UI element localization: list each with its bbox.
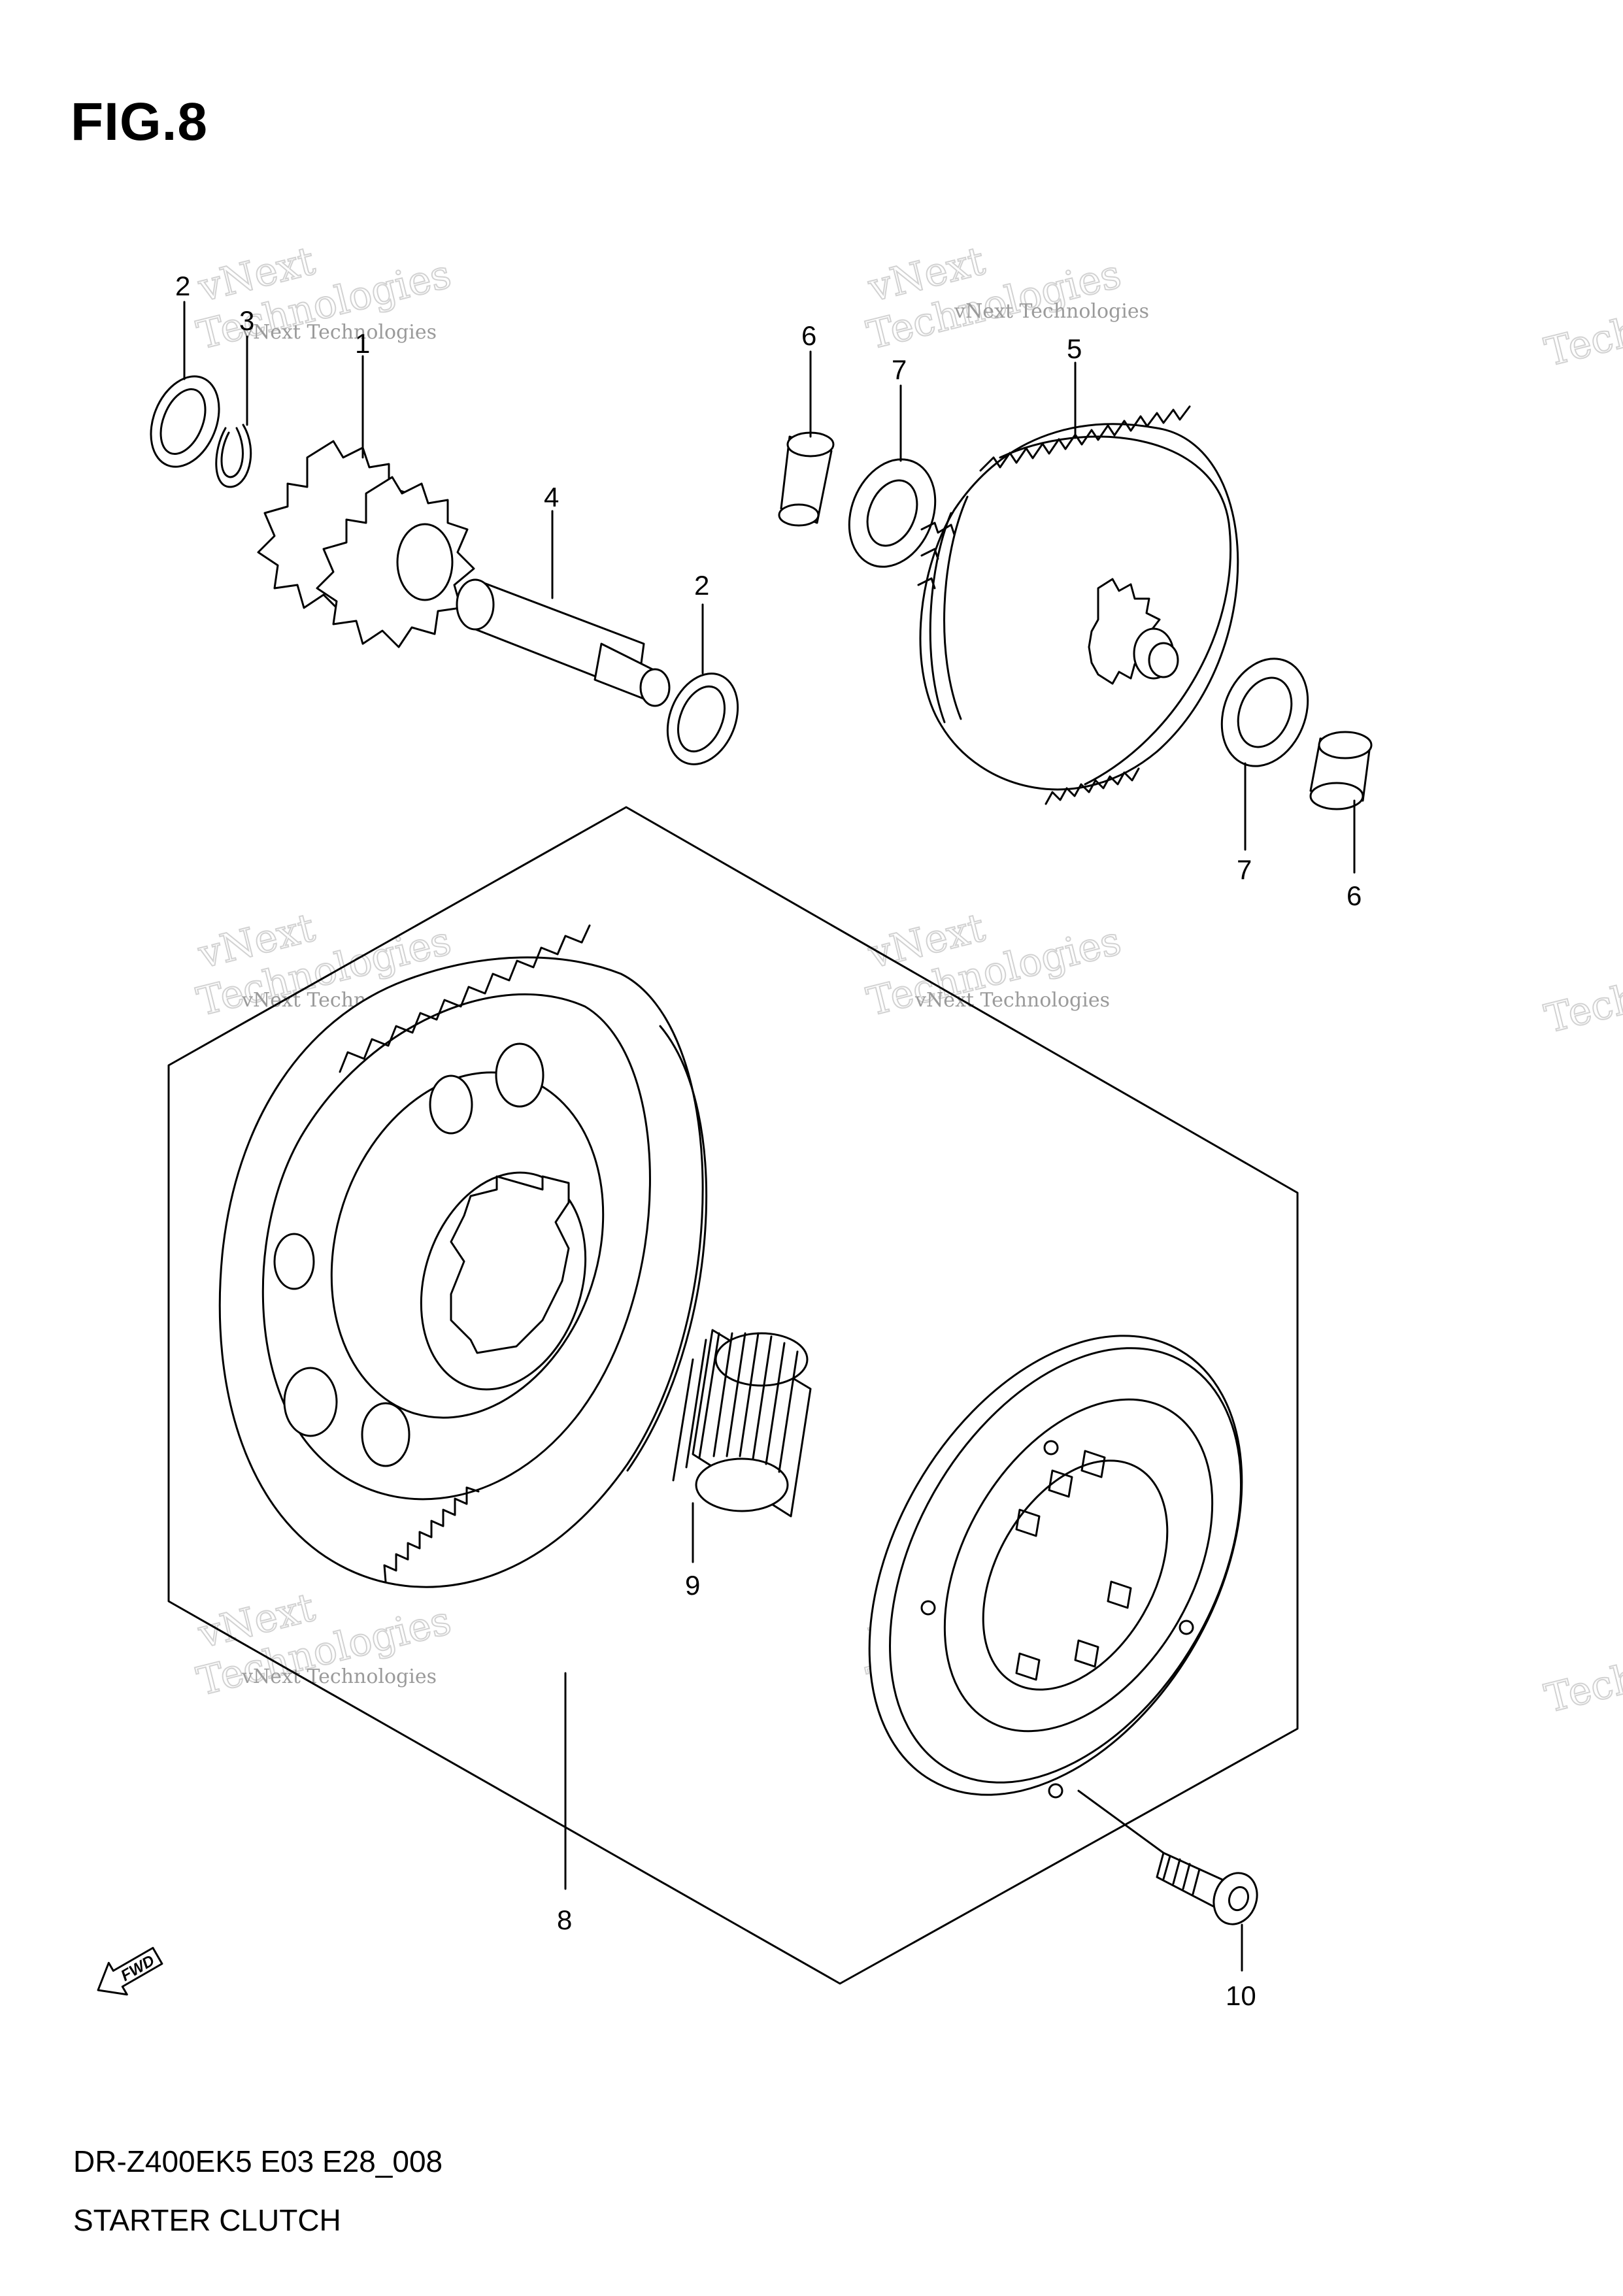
part-1-idle-gear <box>257 440 475 648</box>
watermark-text: Technologies <box>1541 935 1623 1042</box>
part-7-thrust-washer-bottom <box>1220 657 1309 767</box>
callout-9: 9 <box>685 1570 700 1601</box>
callout-2: 2 <box>694 570 709 601</box>
figure-title: FIG.8 <box>71 92 209 152</box>
part-6-bushing-bottom <box>1309 731 1373 810</box>
watermark: vNext Technologies <box>862 237 1126 359</box>
watermark-text: vNext Technologies <box>241 321 437 344</box>
callout-5: 5 <box>1067 333 1082 364</box>
watermark-text: Technologies <box>1541 1615 1623 1722</box>
watermark-text: vNext Technologies <box>914 989 1110 1012</box>
callout-7: 7 <box>892 354 907 385</box>
fwd-arrow: FWD <box>97 1946 163 1996</box>
callout-3: 3 <box>239 305 254 336</box>
part-2-washer-left <box>150 375 220 468</box>
part-6-bushing-top <box>778 431 835 527</box>
part-8-assembly-frame <box>167 806 1299 1985</box>
figure-name: STARTER CLUTCH <box>73 2203 341 2237</box>
part-3-circlip <box>215 424 252 488</box>
watermark-text: Technologies <box>1541 269 1623 376</box>
part-7-thrust-washer-top <box>848 458 937 568</box>
part-10-bolt <box>1156 1852 1258 1925</box>
watermark: Technologies <box>1540 268 1623 376</box>
part-9-needle-bearing <box>672 1329 812 1518</box>
model-code: DR-Z400EK5 E03 E28_008 <box>73 2144 443 2178</box>
part-4-idle-shaft <box>456 578 671 707</box>
part-8-one-way-clutch <box>868 1335 1243 1799</box>
watermark: Technologies <box>1540 1614 1623 1723</box>
part-2-washer-right <box>666 673 739 765</box>
leader-lines <box>183 301 1356 1972</box>
callout-labels: 2 3 1 4 2 6 7 5 7 6 9 8 10 <box>175 271 1362 2011</box>
callout-7: 7 <box>1237 854 1252 885</box>
watermark: Technologies <box>1540 935 1623 1043</box>
callout-1: 1 <box>355 328 370 359</box>
callout-6: 6 <box>801 320 816 351</box>
callout-2: 2 <box>175 271 190 301</box>
callout-8: 8 <box>557 1905 572 1935</box>
callout-10: 10 <box>1226 1980 1256 2011</box>
part-5-starter-driven-gear <box>917 405 1239 805</box>
watermark-text: vNext Technologies <box>954 300 1149 323</box>
watermark-text: vNext Technologies <box>241 1665 437 1688</box>
callout-4: 4 <box>544 482 559 512</box>
callout-6: 6 <box>1347 880 1362 911</box>
part-8-starter-clutch-gear <box>218 924 708 1588</box>
